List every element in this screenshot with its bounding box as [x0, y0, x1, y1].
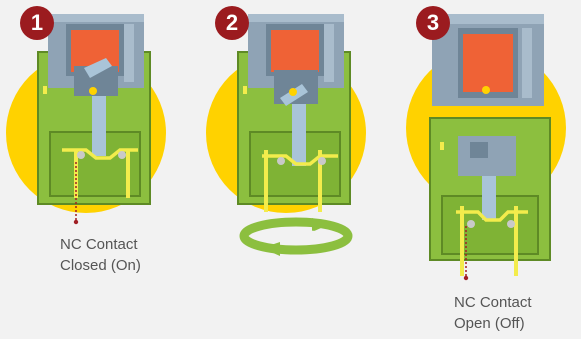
label-nc-open: NC Contact Open (Off)	[454, 292, 532, 334]
label-nc-closed: NC Contact Closed (On)	[60, 234, 141, 276]
panel-1	[6, 14, 166, 225]
step-badge-3: 3	[416, 6, 450, 40]
cam-2	[271, 30, 319, 72]
plunger-1	[92, 96, 106, 156]
panel-3	[406, 14, 566, 281]
nc-contact-2	[262, 154, 338, 166]
step-badge-2: 2	[215, 6, 249, 40]
rotation-arrows-icon	[239, 217, 353, 256]
cam-3	[463, 34, 513, 92]
nc-contact-3	[456, 210, 528, 222]
plunger-3	[482, 176, 496, 220]
plunger-2	[292, 104, 306, 166]
step-badge-1: 1	[20, 6, 54, 40]
label-nc-open-line2: Open (Off)	[454, 315, 525, 332]
label-nc-open-line1: NC Contact	[454, 294, 532, 311]
label-nc-closed-line2: Closed (On)	[60, 257, 141, 274]
nc-contact-1	[62, 148, 138, 160]
label-nc-closed-line1: NC Contact	[60, 236, 138, 253]
panel-2	[206, 14, 366, 256]
